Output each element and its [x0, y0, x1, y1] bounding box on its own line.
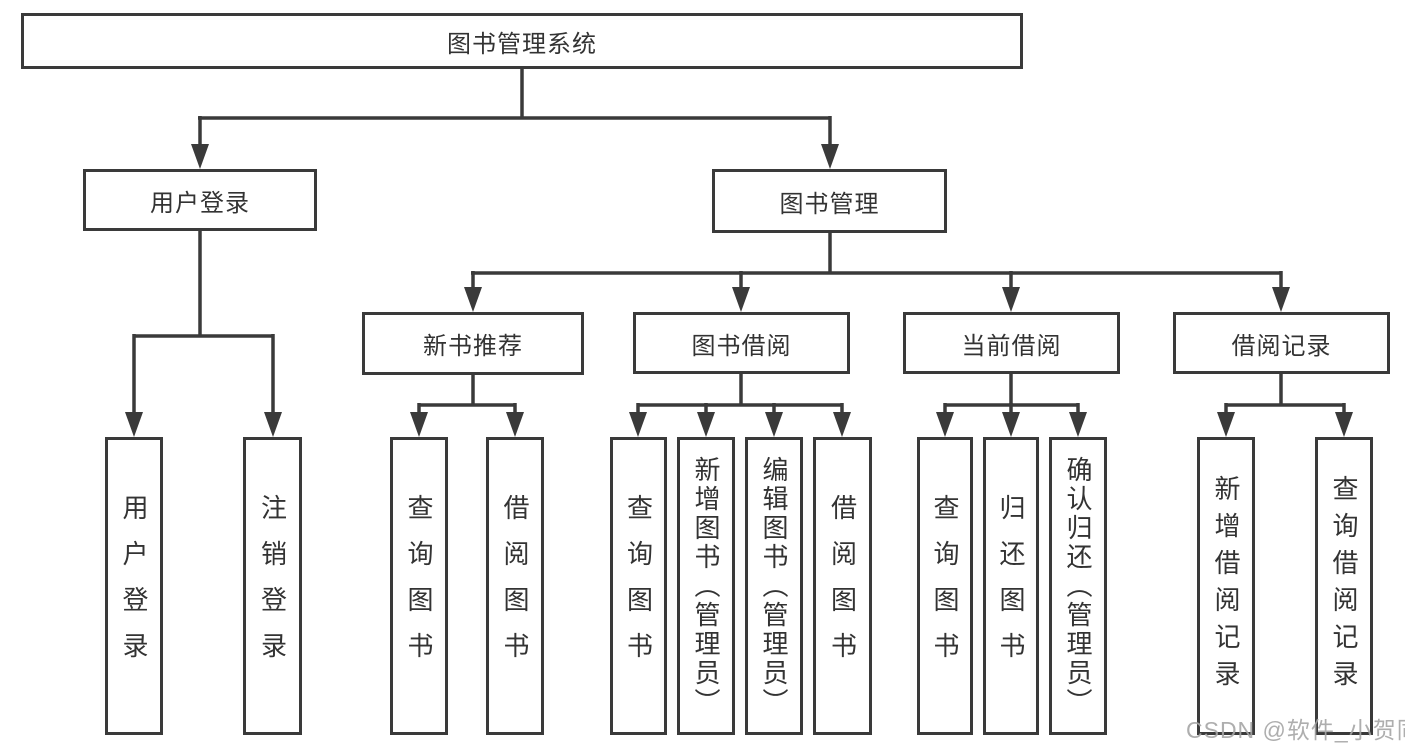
node-label: 当前借阅 [961, 332, 1062, 360]
csdn-watermark: CSDN @软件_小贺同学 [1186, 717, 1405, 743]
node-label: 新书推荐 [423, 333, 523, 360]
leaf-label: 借阅图书 [500, 494, 530, 678]
leaf-label: 借阅图书 [827, 494, 858, 678]
leaf-user-login: 用户登录 [105, 437, 163, 735]
node-borrowing-records: 借阅记录 [1173, 312, 1390, 374]
leaf-add-books-admin: 新增图书（管理员） [677, 437, 735, 735]
leaf-label: 用户登录 [119, 494, 149, 678]
node-label: 图书管理系统 [447, 30, 597, 58]
leaf-query-books-borrow: 查询图书 [610, 437, 667, 735]
leaf-label: 查询图书 [930, 494, 960, 678]
leaf-borrow-books-recommend: 借阅图书 [486, 437, 544, 735]
node-user-login: 用户登录 [83, 169, 317, 231]
leaf-edit-books-admin: 编辑图书（管理员） [745, 437, 803, 735]
node-current-borrowing: 当前借阅 [903, 312, 1120, 374]
leaf-label: 确认归还（管理员） [1063, 455, 1093, 717]
leaf-return-books: 归还图书 [983, 437, 1039, 735]
leaf-label: 新增借阅记录 [1211, 475, 1241, 697]
leaf-label: 查询图书 [623, 494, 654, 678]
node-book-borrowing: 图书借阅 [633, 312, 850, 374]
leaf-borrow-books: 借阅图书 [813, 437, 872, 735]
leaf-label: 查询图书 [404, 494, 434, 678]
leaf-logout: 注销登录 [243, 437, 302, 735]
leaf-label: 注销登录 [257, 494, 288, 678]
leaf-query-books-current: 查询图书 [917, 437, 973, 735]
node-library-management-system: 图书管理系统 [21, 13, 1023, 69]
leaf-add-borrow-record: 新增借阅记录 [1197, 437, 1255, 735]
node-new-book-recommendation: 新书推荐 [362, 312, 584, 375]
leaf-query-borrow-record: 查询借阅记录 [1315, 437, 1373, 735]
leaf-confirm-return-admin: 确认归还（管理员） [1049, 437, 1107, 735]
node-book-management: 图书管理 [712, 169, 947, 233]
node-label: 图书管理 [779, 190, 880, 218]
leaf-label: 归还图书 [996, 494, 1026, 678]
leaf-label: 新增图书（管理员） [691, 455, 721, 717]
leaf-label: 编辑图书（管理员） [759, 455, 789, 717]
node-label: 图书借阅 [691, 332, 792, 360]
leaf-label: 查询借阅记录 [1329, 475, 1359, 697]
node-label: 借阅记录 [1231, 332, 1332, 360]
node-label: 用户登录 [150, 189, 250, 217]
leaf-query-books-recommend: 查询图书 [390, 437, 448, 735]
